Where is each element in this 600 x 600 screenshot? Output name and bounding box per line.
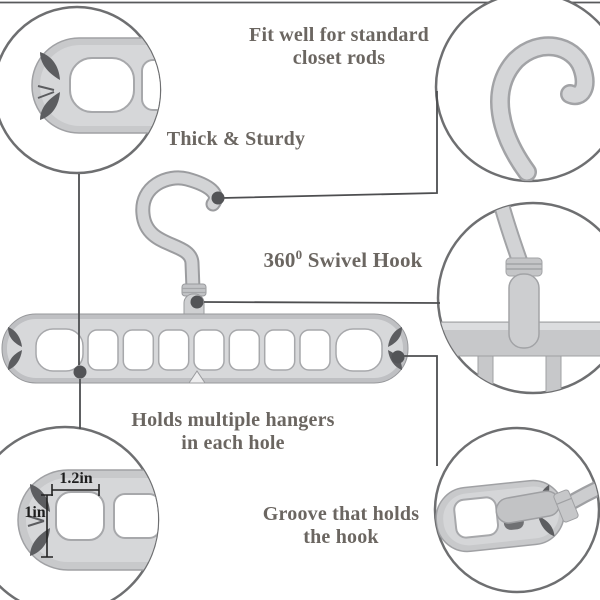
connector-swivel (203, 301, 441, 304)
hanger-hole (299, 329, 331, 371)
caption-swivel-text: Swivel Hook (302, 248, 423, 272)
hanger-hole (335, 328, 383, 372)
caption-line: closet rods (292, 47, 386, 69)
caption-line: Thick & Sturdy (166, 128, 306, 150)
caption-line: the hook (303, 526, 379, 548)
caption-line: in each hole (181, 432, 285, 454)
caption-swivel-degree: 0 (295, 247, 303, 262)
connector-dots (73, 191, 405, 379)
connector-dot (73, 365, 87, 379)
hanger-product (1, 170, 409, 384)
hanger-hole (263, 329, 296, 371)
detail-hook-closeup-content (490, 36, 595, 181)
hanger-hole (35, 328, 84, 372)
connector-dot (211, 191, 225, 205)
hanger-hole (228, 329, 261, 371)
detail-measurements-content (17, 469, 158, 571)
hanger-hole (157, 329, 190, 371)
caption-line: Groove that holds (262, 503, 420, 525)
caption-line: Fit well for standard (249, 24, 429, 46)
caption-multiple-hangers: Holds multiple hangers in each hole (118, 409, 348, 455)
connector-groove (404, 355, 438, 466)
connector-dot (391, 350, 405, 364)
hanger-hook (135, 170, 223, 297)
caption-swivel-hook: 3600 Swivel Hook (252, 247, 434, 272)
caption-groove: Groove that holds the hook (250, 503, 432, 549)
hanger-hole (122, 329, 155, 371)
caption-swivel-number: 360 (263, 248, 296, 272)
detail-end-closeup-content (31, 37, 160, 134)
connector-dot (190, 295, 204, 309)
caption-closet-rods: Fit well for standard closet rods (233, 24, 445, 70)
caption-line: Holds multiple hangers (131, 409, 335, 431)
measurement-hole-width: 1.2in (59, 470, 93, 487)
dimension-lines (41, 484, 100, 558)
connector-hook-tip (221, 91, 438, 199)
hanger-bar (1, 313, 409, 384)
connector-lines (78, 91, 441, 466)
caption-thick-sturdy: Thick & Sturdy (146, 128, 326, 151)
hanger-hole (193, 329, 225, 371)
measurement-hole-height: 1in (24, 504, 46, 521)
detail-groove-closeup-content (435, 473, 599, 553)
bar-center-notch (188, 370, 206, 384)
hanger-hole (87, 329, 119, 371)
